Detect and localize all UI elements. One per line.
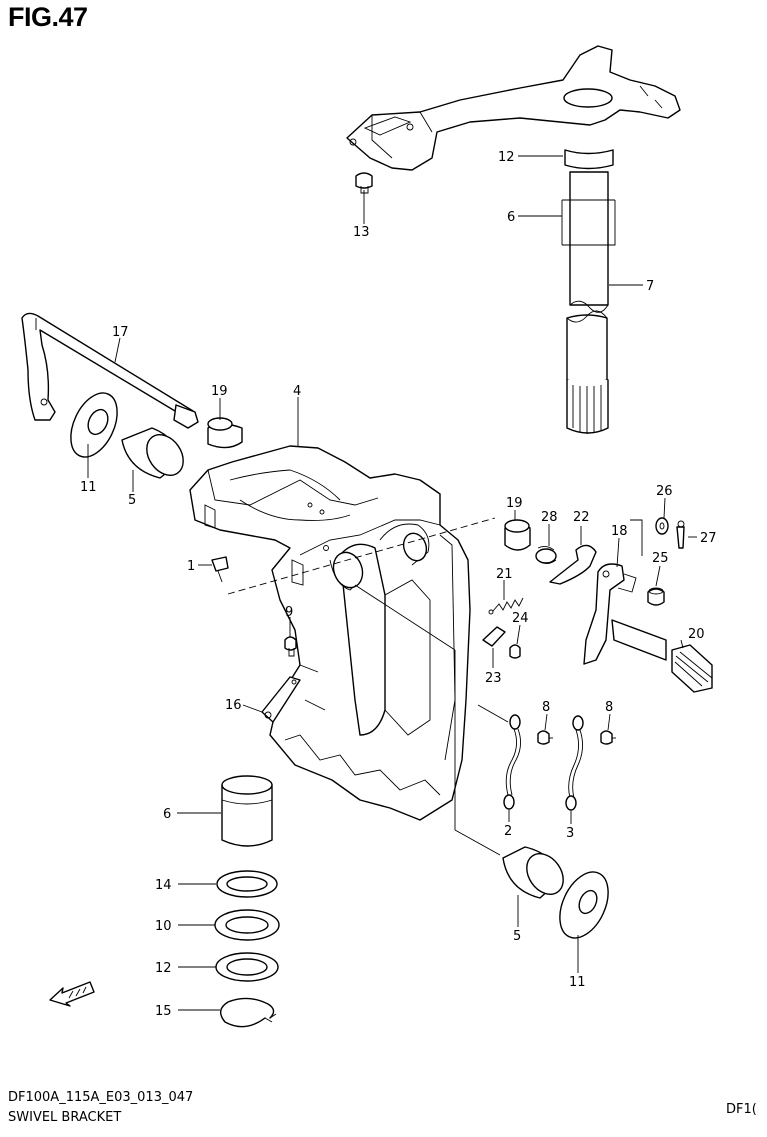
arm-22 (549, 544, 597, 585)
bushing-5-left (121, 427, 184, 479)
bushing-6-lower (221, 775, 273, 847)
callout-22: 22 (573, 510, 590, 525)
callout-2: 2 (504, 824, 512, 839)
snap-ring-15 (220, 997, 277, 1028)
bolt-9 (284, 636, 297, 657)
bolt-24 (509, 644, 521, 659)
axis-line-4 (477, 704, 509, 723)
washer-14 (216, 870, 278, 898)
spring-28 (535, 545, 557, 565)
clip-23 (482, 626, 506, 647)
callout-24: 24 (512, 611, 529, 626)
bolt-8-right (600, 730, 616, 745)
washer-10 (214, 909, 280, 941)
callout-20: 20 (688, 627, 705, 642)
callout-27: 27 (700, 531, 717, 546)
callout-9: 9 (285, 605, 293, 620)
diagram-code-right: DF1( (726, 1102, 757, 1117)
washer-11-left (70, 392, 118, 458)
nut-25 (647, 587, 665, 606)
swivel-bracket-4 (189, 445, 471, 821)
callout-26: 26 (656, 484, 673, 499)
washer-11-right (559, 871, 609, 939)
pin-27 (676, 520, 685, 549)
washer-12-lower (215, 952, 279, 982)
callout-4: 4 (293, 384, 301, 399)
callout-21: 21 (496, 567, 513, 582)
steering-shaft (561, 149, 616, 434)
spring-21 (488, 597, 524, 615)
bolt-8-left (537, 730, 553, 745)
axis-line-3 (454, 829, 501, 856)
ground-wire-2 (503, 714, 521, 810)
fwd-arrow-icon (49, 981, 95, 1007)
callout-16: 16 (225, 698, 242, 713)
bushing-5-right (502, 846, 564, 899)
callout-10: 10 (155, 919, 172, 934)
callout-3: 3 (566, 826, 574, 841)
callout-25: 25 (652, 551, 669, 566)
callout-6-upper: 6 (507, 210, 515, 225)
callout-8-left: 8 (542, 700, 550, 715)
callout-19-left: 19 (211, 384, 228, 399)
bushing-19-left (207, 417, 243, 449)
callout-13: 13 (353, 225, 370, 240)
callout-15: 15 (155, 1004, 172, 1019)
callout-12-upper: 12 (498, 150, 515, 165)
callout-6-lower: 6 (163, 807, 171, 822)
callout-8-right: 8 (605, 700, 613, 715)
callout-28: 28 (541, 510, 558, 525)
steering-arm (346, 45, 681, 171)
tilt-rod-17 (21, 312, 199, 429)
dashed-line-1 (227, 517, 496, 595)
figure-title: FIG.47 (8, 2, 88, 32)
callout-14: 14 (155, 878, 172, 893)
diagram-name: SWIVEL BRACKET (8, 1110, 122, 1125)
ground-wire-3 (565, 715, 584, 811)
grease-nipple-1 (211, 556, 229, 583)
grip-20 (671, 644, 713, 693)
callout-5-left: 5 (128, 493, 136, 508)
callout-1: 1 (187, 559, 195, 574)
leader-lines (87, 155, 697, 1011)
callout-11-right: 11 (569, 975, 586, 990)
callout-7: 7 (646, 279, 654, 294)
diagram-code: DF100A_115A_E03_013_047 (8, 1090, 194, 1105)
bracket-line-26 (630, 519, 643, 556)
washer-26 (655, 517, 669, 535)
tilt-lever-18 (583, 563, 667, 665)
axis-line-1 (354, 584, 456, 651)
lever-16 (261, 676, 301, 723)
callout-5-right: 5 (513, 929, 521, 944)
bolt-13 (355, 172, 373, 194)
callout-18: 18 (611, 524, 628, 539)
callout-17: 17 (112, 325, 129, 340)
callout-12-lower: 12 (155, 961, 172, 976)
callout-23: 23 (485, 671, 502, 686)
callout-19-right: 19 (506, 496, 523, 511)
callout-11-left: 11 (80, 480, 97, 495)
bushing-19-right (504, 519, 531, 551)
